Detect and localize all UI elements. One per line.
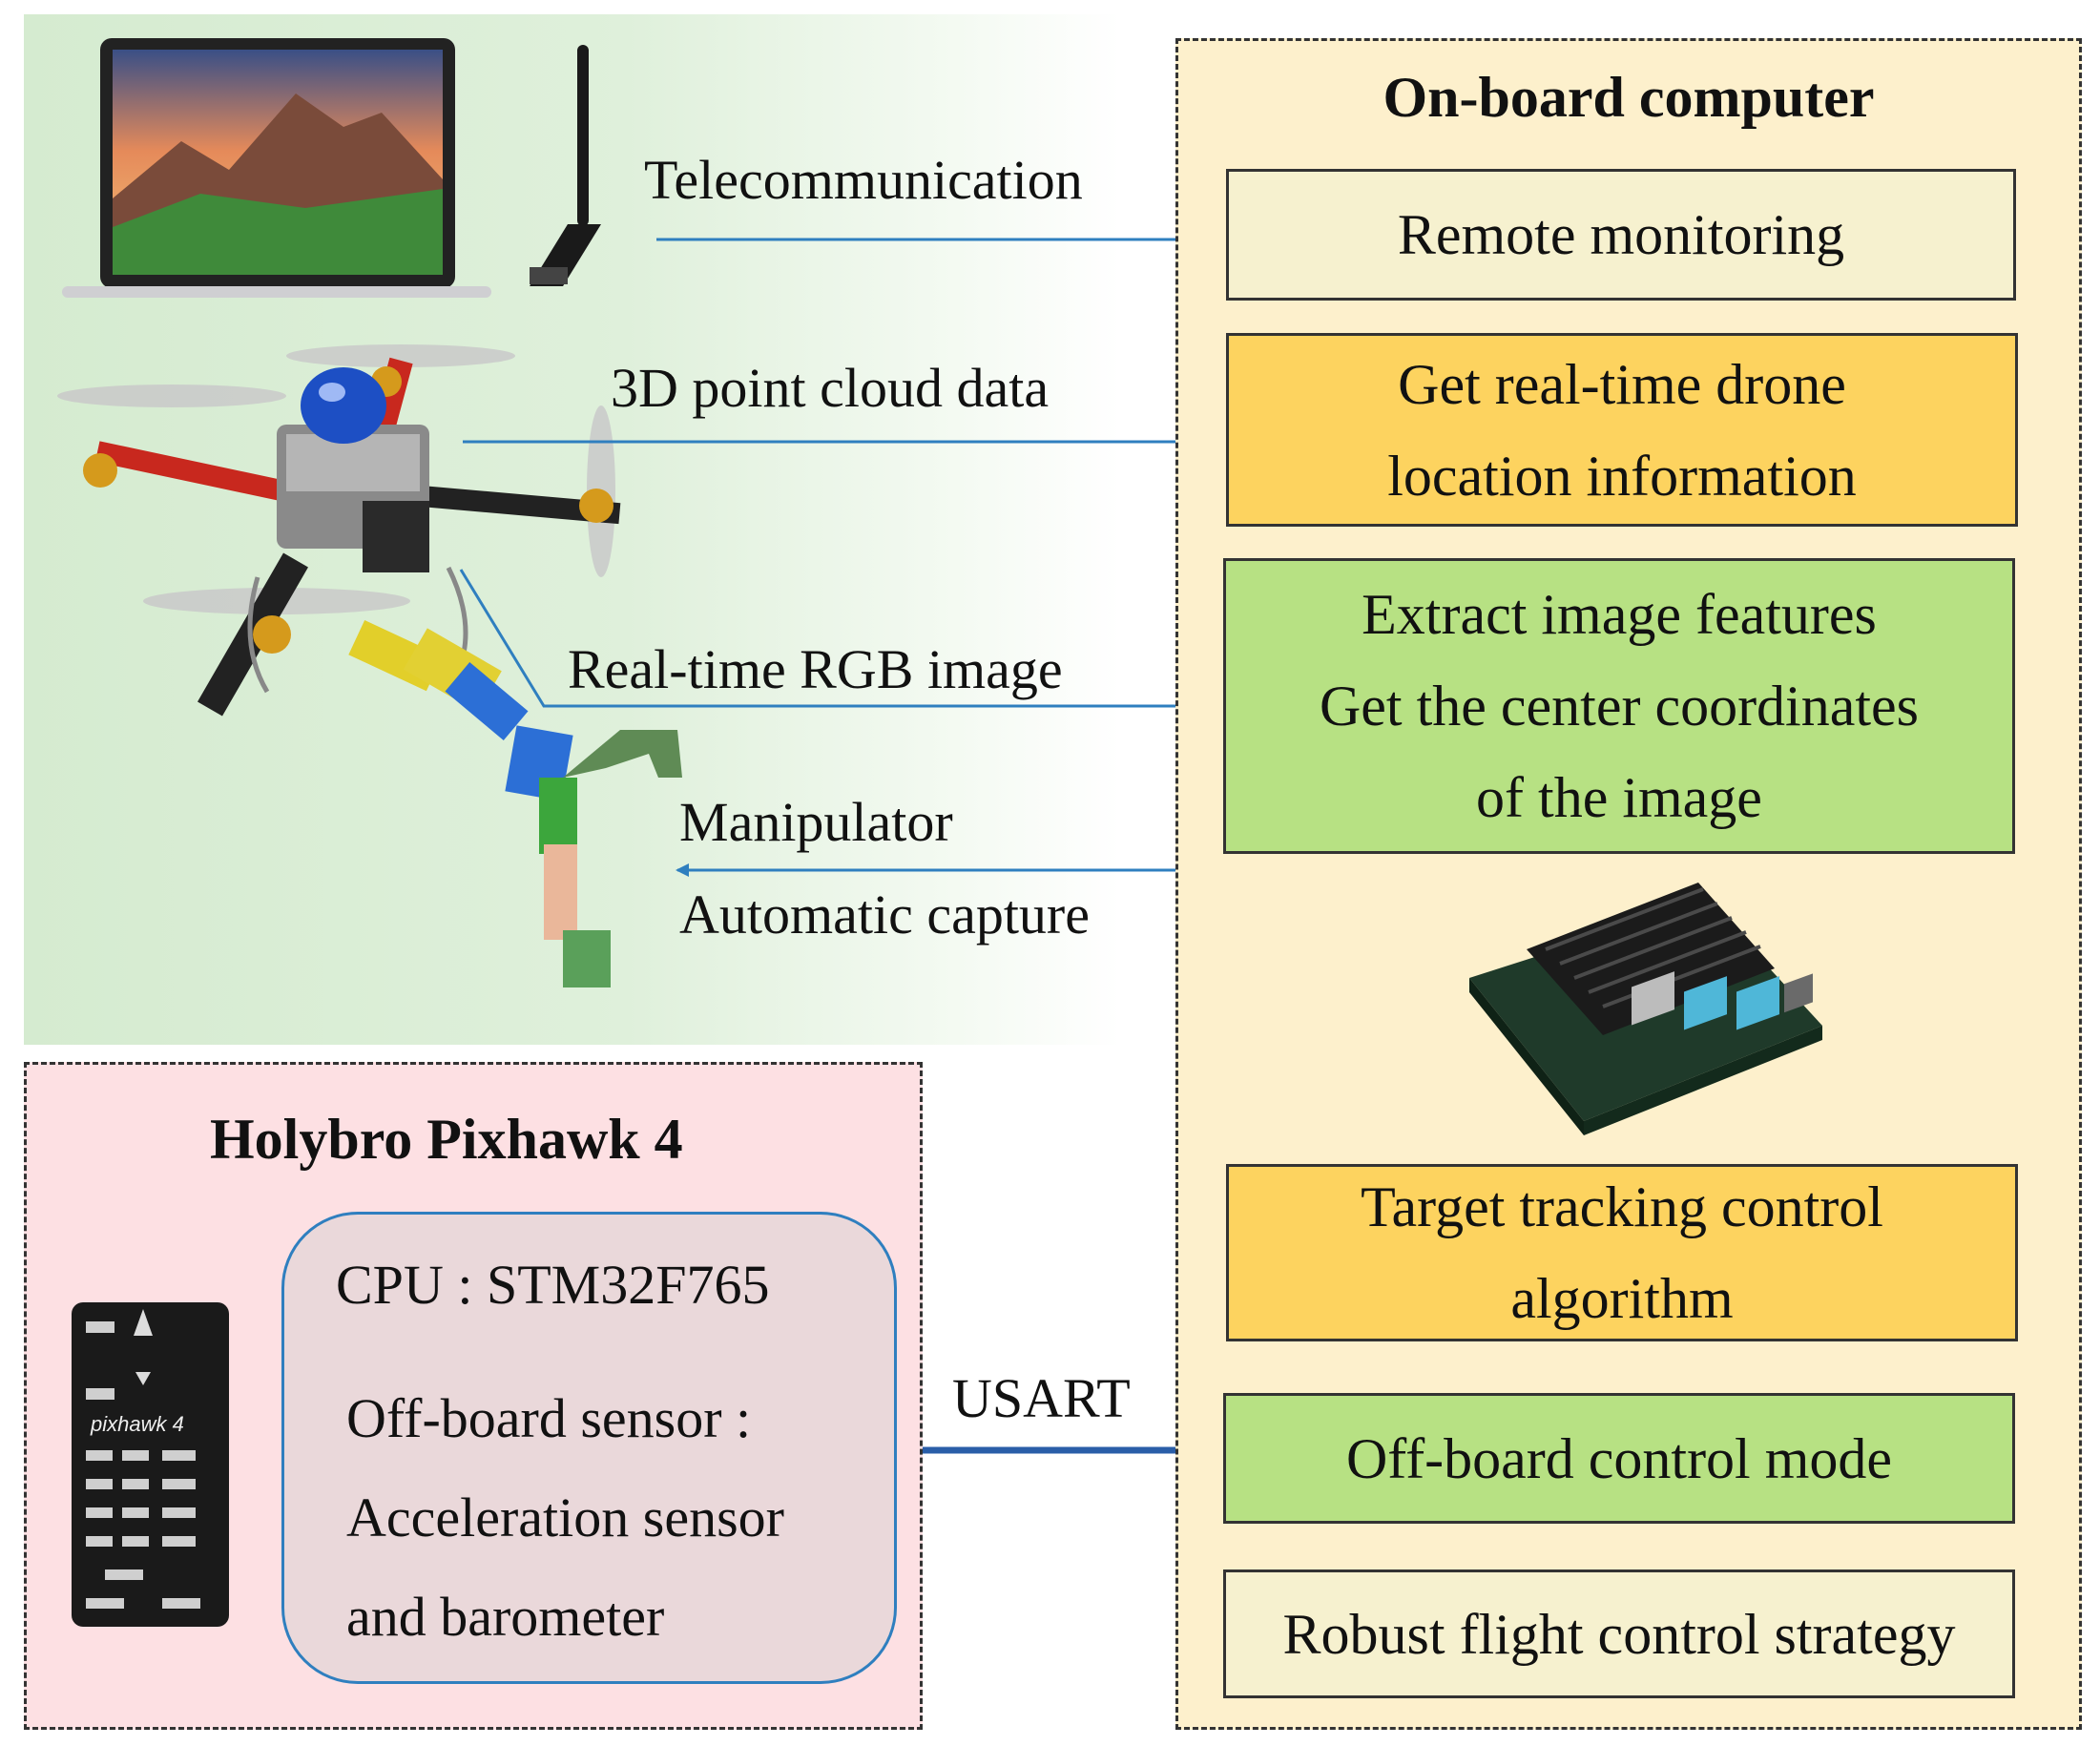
box-line: Target tracking control (1361, 1175, 1883, 1238)
drone-location-box: Get real-time drone location information (1226, 333, 2018, 527)
antenna-icon (530, 45, 601, 286)
remote-monitoring-box: Remote monitoring (1226, 169, 2016, 301)
sensor-line-1: Off-board sensor : (346, 1387, 752, 1449)
laptop-icon (62, 38, 491, 298)
telecommunication-label: Telecommunication (644, 149, 1083, 211)
point-cloud-label: 3D point cloud data (611, 357, 1050, 419)
offboard-control-mode-box: Off-board control mode (1223, 1393, 2015, 1524)
box-line: Extract image features (1362, 583, 1877, 646)
pixhawk-device-label: pixhawk 4 (90, 1412, 184, 1436)
drone-icon (57, 344, 682, 987)
pixhawk-device-icon: pixhawk 4 (72, 1302, 229, 1627)
usart-label: USART (952, 1367, 1131, 1429)
pixhawk-title: Holybro Pixhawk 4 (210, 1108, 683, 1171)
box-line: Robust flight control strategy (1282, 1602, 1956, 1666)
box-line: location information (1387, 444, 1857, 508)
cpu-info-box (281, 1212, 897, 1684)
box-line: Off-board control mode (1345, 1426, 1893, 1490)
cpu-label: CPU : STM32F765 (336, 1254, 770, 1316)
box-line: of the image (1476, 766, 1762, 829)
sensor-line-2: Acceleration sensor (346, 1486, 784, 1549)
onboard-title: On-board computer (1383, 66, 1875, 129)
box-line: algorithm (1510, 1267, 1734, 1330)
rgb-image-arrow (459, 569, 1220, 713)
jetson-board-icon (1469, 883, 1822, 1135)
image-features-box: Extract image features Get the center co… (1223, 558, 2015, 854)
box-line: Get real-time drone (1398, 352, 1846, 416)
robust-flight-control-box: Robust flight control strategy (1223, 1569, 2015, 1698)
manipulator-label: Manipulator (679, 791, 953, 853)
sensor-line-3: and barometer (346, 1586, 665, 1648)
box-line: Remote monitoring (1397, 203, 1845, 266)
rgb-image-label: Real-time RGB image (568, 638, 1063, 700)
box-line: Get the center coordinates (1319, 675, 1920, 738)
automatic-capture-label: Automatic capture (679, 883, 1090, 946)
tracking-control-box: Target tracking control algorithm (1226, 1164, 2018, 1341)
